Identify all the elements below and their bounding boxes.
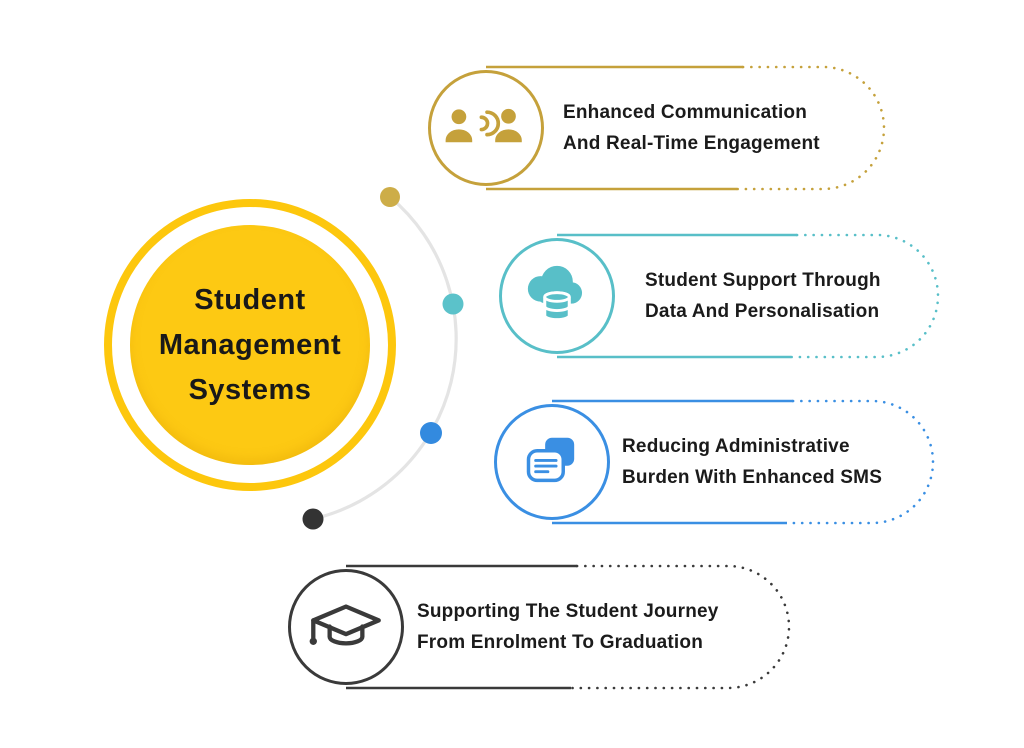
graduation-cap-icon [309, 604, 381, 646]
card-outline [288, 564, 791, 690]
teal-dot [442, 293, 464, 315]
blue-dot [420, 422, 442, 444]
cloud-database-icon [527, 265, 583, 322]
title-line: Student [194, 283, 306, 316]
dark-dot [302, 508, 324, 530]
card-label: Supporting The Student Journey From Enro… [417, 601, 719, 653]
title-line: Systems [188, 373, 312, 406]
card-data-support: Student Support Through Data And Persona… [499, 233, 941, 361]
card-label: Enhanced Communication And Real-Time Eng… [563, 102, 820, 154]
card-communication: Enhanced Communication And Real-Time Eng… [428, 65, 890, 193]
gold-dot [380, 187, 400, 207]
title-line: Management [158, 328, 342, 361]
card-sms: Reducing Administrative Burden With Enha… [494, 399, 936, 527]
card-student-journey: Supporting The Student Journey From Enro… [287, 564, 792, 692]
card-label: Student Support Through Data And Persona… [645, 270, 881, 322]
card-label: Reducing Administrative Burden With Enha… [622, 436, 883, 488]
connector-arc-path [312, 195, 458, 521]
people-communication-icon [445, 108, 522, 143]
page-title: Student Management Systems [159, 278, 341, 413]
center-circle: Student Management Systems [130, 225, 370, 465]
chat-messages-icon [526, 435, 577, 483]
center-circle-ring [104, 199, 396, 491]
